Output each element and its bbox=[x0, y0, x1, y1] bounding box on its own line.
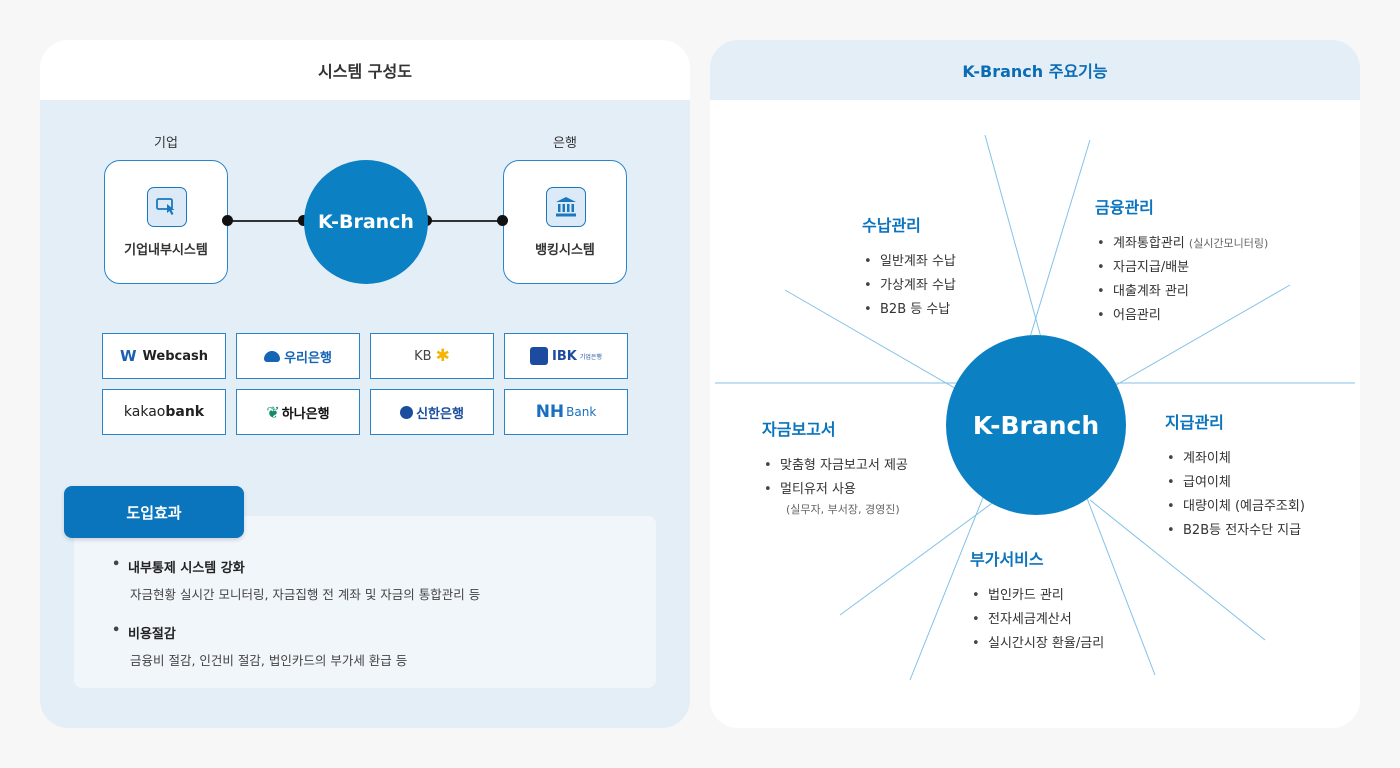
touch-screen-icon bbox=[147, 187, 187, 227]
company-caption: 기업 bbox=[154, 136, 178, 151]
feature-item: 맞춤형 자금보고서 제공 bbox=[762, 454, 908, 478]
feature-report: 자금보고서 맞춤형 자금보고서 제공 멀티유저 사용 (실무자, 부서장, 경영… bbox=[762, 416, 908, 517]
feature-item: 대출계좌 관리 bbox=[1095, 280, 1268, 304]
feature-collection: 수납관리 일반계좌 수납 가상계좌 수납 B2B 등 수납 bbox=[862, 212, 956, 322]
feature-title: 수납관리 bbox=[862, 216, 921, 235]
connector-left bbox=[228, 220, 304, 222]
feature-finance: 금융관리 계좌통합관리 (실시간모니터링) 자금지급/배분 대출계좌 관리 어음… bbox=[1095, 194, 1268, 328]
feature-payment: 지급관리 계좌이체 급여이체 대량이체 (예금주조회) B2B등 전자수단 지급 bbox=[1165, 409, 1305, 543]
bank-logo-woori: 우리은행 bbox=[236, 333, 360, 379]
bank-logo-shinhan: 신한은행 bbox=[370, 389, 494, 435]
connector-right bbox=[427, 220, 503, 222]
feature-item: 자금지급/배분 bbox=[1095, 256, 1268, 280]
feature-title: 지급관리 bbox=[1165, 413, 1224, 432]
bank-system-label: 뱅킹시스템 bbox=[535, 243, 595, 258]
panel-title: 시스템 구성도 bbox=[40, 40, 690, 100]
bank-logo-nh: NH Bank bbox=[504, 389, 628, 435]
woori-logo-icon bbox=[264, 350, 281, 362]
kb-star-icon: ✱ bbox=[435, 346, 450, 366]
bank-building-icon bbox=[546, 187, 586, 227]
company-system-box: 기업내부시스템 bbox=[104, 160, 228, 284]
feature-item: 일반계좌 수납 bbox=[862, 250, 956, 274]
bank-system-box: 뱅킹시스템 bbox=[503, 160, 627, 284]
feature-item: 대량이체 (예금주조회) bbox=[1165, 495, 1305, 519]
webcash-logo-icon: W bbox=[119, 347, 137, 365]
effect-tag: 도입효과 bbox=[64, 486, 244, 538]
hana-logo-icon: ❦ bbox=[266, 402, 280, 422]
k-branch-hub: K-Branch bbox=[946, 335, 1126, 515]
effect-box: 내부통제 시스템 강화 자금현황 실시간 모니터링, 자금집행 전 계좌 및 자… bbox=[74, 516, 656, 688]
company-system-label: 기업내부시스템 bbox=[124, 243, 208, 258]
effect-item-title: 비용절감 bbox=[112, 623, 176, 642]
effect-item-desc: 자금현황 실시간 모니터링, 자금집행 전 계좌 및 자금의 통합관리 등 bbox=[130, 587, 481, 602]
feature-item: 급여이체 bbox=[1165, 471, 1305, 495]
feature-title: 부가서비스 bbox=[970, 550, 1044, 569]
feature-item: 실시간시장 환율/금리 bbox=[970, 632, 1104, 656]
k-branch-hub: K-Branch bbox=[304, 160, 428, 284]
bank-logo-hana: ❦ 하나은행 bbox=[236, 389, 360, 435]
panel-title: K-Branch 주요기능 bbox=[710, 40, 1360, 100]
system-diagram-panel: 시스템 구성도 기업 은행 기업내부시스템 뱅킹시스템 K-B bbox=[40, 40, 690, 728]
feature-title: 자금보고서 bbox=[762, 420, 836, 439]
effect-item-desc: 금융비 절감, 인건비 절감, 법인카드의 부가세 환급 등 bbox=[130, 653, 408, 668]
bank-logo-webcash: W Webcash bbox=[102, 333, 226, 379]
feature-item: B2B 등 수납 bbox=[862, 298, 956, 322]
feature-item: 계좌이체 bbox=[1165, 447, 1305, 471]
connector-dot bbox=[222, 215, 233, 226]
feature-note: (실시간모니터링) bbox=[1188, 237, 1269, 250]
bank-logo-kb: KB ✱ bbox=[370, 333, 494, 379]
feature-extra-services: 부가서비스 법인카드 관리 전자세금계산서 실시간시장 환율/금리 bbox=[970, 546, 1104, 656]
feature-item: 법인카드 관리 bbox=[970, 584, 1104, 608]
bank-logo-ibk: IBK 기업은행 bbox=[504, 333, 628, 379]
feature-note: (실무자, 부서장, 경영진) bbox=[786, 503, 900, 516]
feature-item: B2B등 전자수단 지급 bbox=[1165, 519, 1305, 543]
feature-item: 전자세금계산서 bbox=[970, 608, 1104, 632]
bank-caption: 은행 bbox=[553, 136, 577, 151]
feature-item: 어음관리 bbox=[1095, 304, 1268, 328]
ibk-logo-icon bbox=[530, 347, 549, 365]
feature-item: 멀티유저 사용 bbox=[762, 478, 908, 502]
feature-title: 금융관리 bbox=[1095, 198, 1154, 217]
shinhan-logo-icon bbox=[400, 405, 414, 419]
connector-dot bbox=[497, 215, 508, 226]
feature-item: 가상계좌 수납 bbox=[862, 274, 956, 298]
feature-item: 계좌통합관리 (실시간모니터링) bbox=[1095, 232, 1268, 256]
features-panel: K-Branch 주요기능 K-Branch 수납관리 일반계좌 수납 가상계좌… bbox=[710, 40, 1360, 728]
connector-dot bbox=[298, 215, 309, 226]
effect-item-title: 내부통제 시스템 강화 bbox=[112, 557, 245, 576]
